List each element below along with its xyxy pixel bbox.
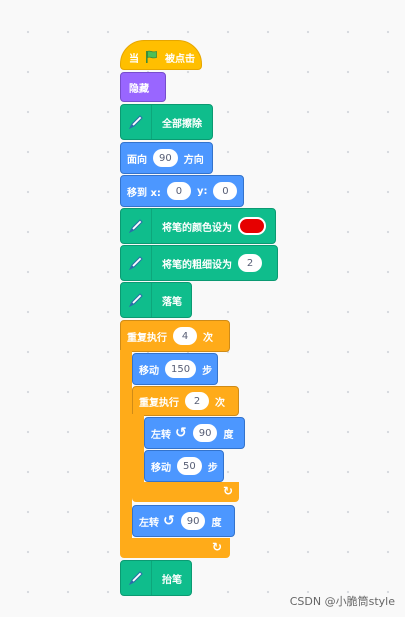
set-pen-color-block[interactable]: 将笔的颜色设为 [120,208,276,244]
when-label: 当 [129,53,139,65]
repeat-outer-unit: 次 [203,332,213,344]
rotate-left-icon: ↺ [163,513,175,529]
turn-degrees-input[interactable]: 90 [180,512,206,530]
repeat-outer-footer: ↻ [120,538,230,558]
turn-unit: 度 [211,517,222,529]
green-flag-icon [145,50,159,64]
repeat-outer-label: 重复执行 [127,332,167,344]
color-swatch[interactable] [238,217,266,235]
pen-size-label: 将笔的粗细设为 [162,259,232,271]
pen-icon [121,561,152,595]
erase-all-label: 全部擦除 [162,118,202,130]
set-pen-size-block[interactable]: 将笔的粗细设为 2 [120,245,278,281]
move-label: 移动 [139,365,159,377]
pen-up-label: 抬笔 [162,574,182,586]
rotate-left-icon: ↺ [175,425,187,441]
repeat-inner-count[interactable]: 2 [185,392,209,410]
move-steps-input[interactable]: 50 [177,457,202,475]
pen-icon [121,209,152,243]
pen-size-input[interactable]: 2 [238,254,262,272]
move-unit: 步 [207,462,218,474]
move-steps-input[interactable]: 150 [165,360,197,378]
turn-degrees-input[interactable]: 90 [192,424,218,442]
repeat-inner-unit: 次 [215,397,225,409]
repeat-inner-arm [132,414,144,484]
repeat-inner-block[interactable]: 重复执行 2 次 [132,386,239,416]
hide-label: 隐藏 [129,83,149,95]
y-label: y: [196,185,208,197]
direction-unit: 方向 [183,154,204,166]
when-flag-clicked-block[interactable]: 当 被点击 [120,40,202,70]
y-input[interactable]: 0 [213,182,238,200]
turn-left-label: 左转 [151,429,171,441]
loop-arrow-icon: ↻ [211,540,222,554]
repeat-outer-count[interactable]: 4 [173,327,197,345]
repeat-outer-block[interactable]: 重复执行 4 次 [120,320,230,352]
point-direction-block[interactable]: 面向 90 方向 [120,142,213,174]
move-steps-block[interactable]: 移动 150 步 [132,353,218,385]
pen-icon [121,105,152,139]
watermark: CSDN @小脆筒style [289,595,395,608]
move-steps-block[interactable]: 移动 50 步 [144,450,224,482]
loop-arrow-icon: ↻ [222,484,233,498]
turn-left-block[interactable]: 左转 ↺ 90 度 [132,505,235,537]
pen-up-block[interactable]: 抬笔 [120,560,192,596]
erase-all-block[interactable]: 全部擦除 [120,104,213,140]
move-unit: 步 [202,365,213,377]
turn-unit: 度 [223,429,234,441]
pen-down-label: 落笔 [162,296,182,308]
direction-input[interactable]: 90 [153,149,178,167]
repeat-outer-arm [120,350,132,540]
pen-icon [121,246,152,280]
turn-left-label: 左转 [139,517,159,529]
point-label: 面向 [127,154,147,166]
pen-color-label: 将笔的颜色设为 [162,222,232,234]
pen-down-block[interactable]: 落笔 [120,282,192,318]
move-label: 移动 [151,462,171,474]
goto-label: 移到 x: [127,187,161,199]
turn-left-block[interactable]: 左转 ↺ 90 度 [144,417,245,449]
pen-icon [121,283,152,317]
repeat-inner-label: 重复执行 [139,397,179,409]
clicked-label: 被点击 [165,53,195,65]
repeat-inner-footer: ↻ [132,482,239,502]
hide-block[interactable]: 隐藏 [120,72,166,102]
x-input[interactable]: 0 [166,182,191,200]
goto-xy-block[interactable]: 移到 x: 0 y: 0 [120,175,244,207]
